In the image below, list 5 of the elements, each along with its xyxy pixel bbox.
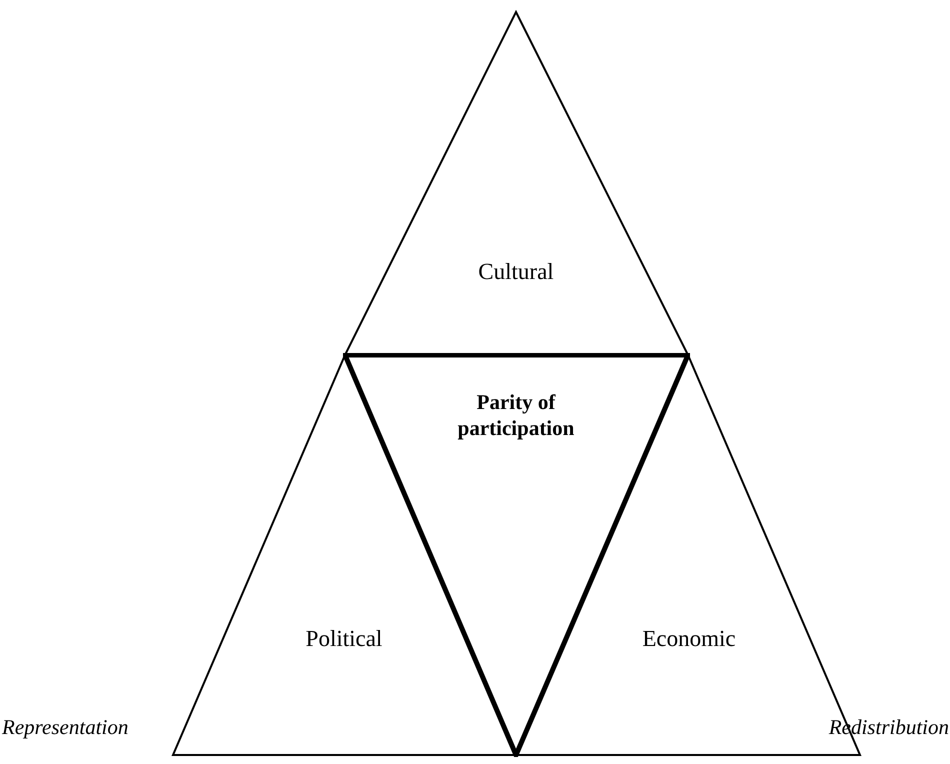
region-label: Economic (641, 625, 737, 653)
region-label: Political (304, 625, 384, 653)
axis-label: Representation (2, 714, 128, 741)
region-label: Parity of participation (456, 389, 576, 442)
region-label: Cultural (477, 258, 555, 286)
